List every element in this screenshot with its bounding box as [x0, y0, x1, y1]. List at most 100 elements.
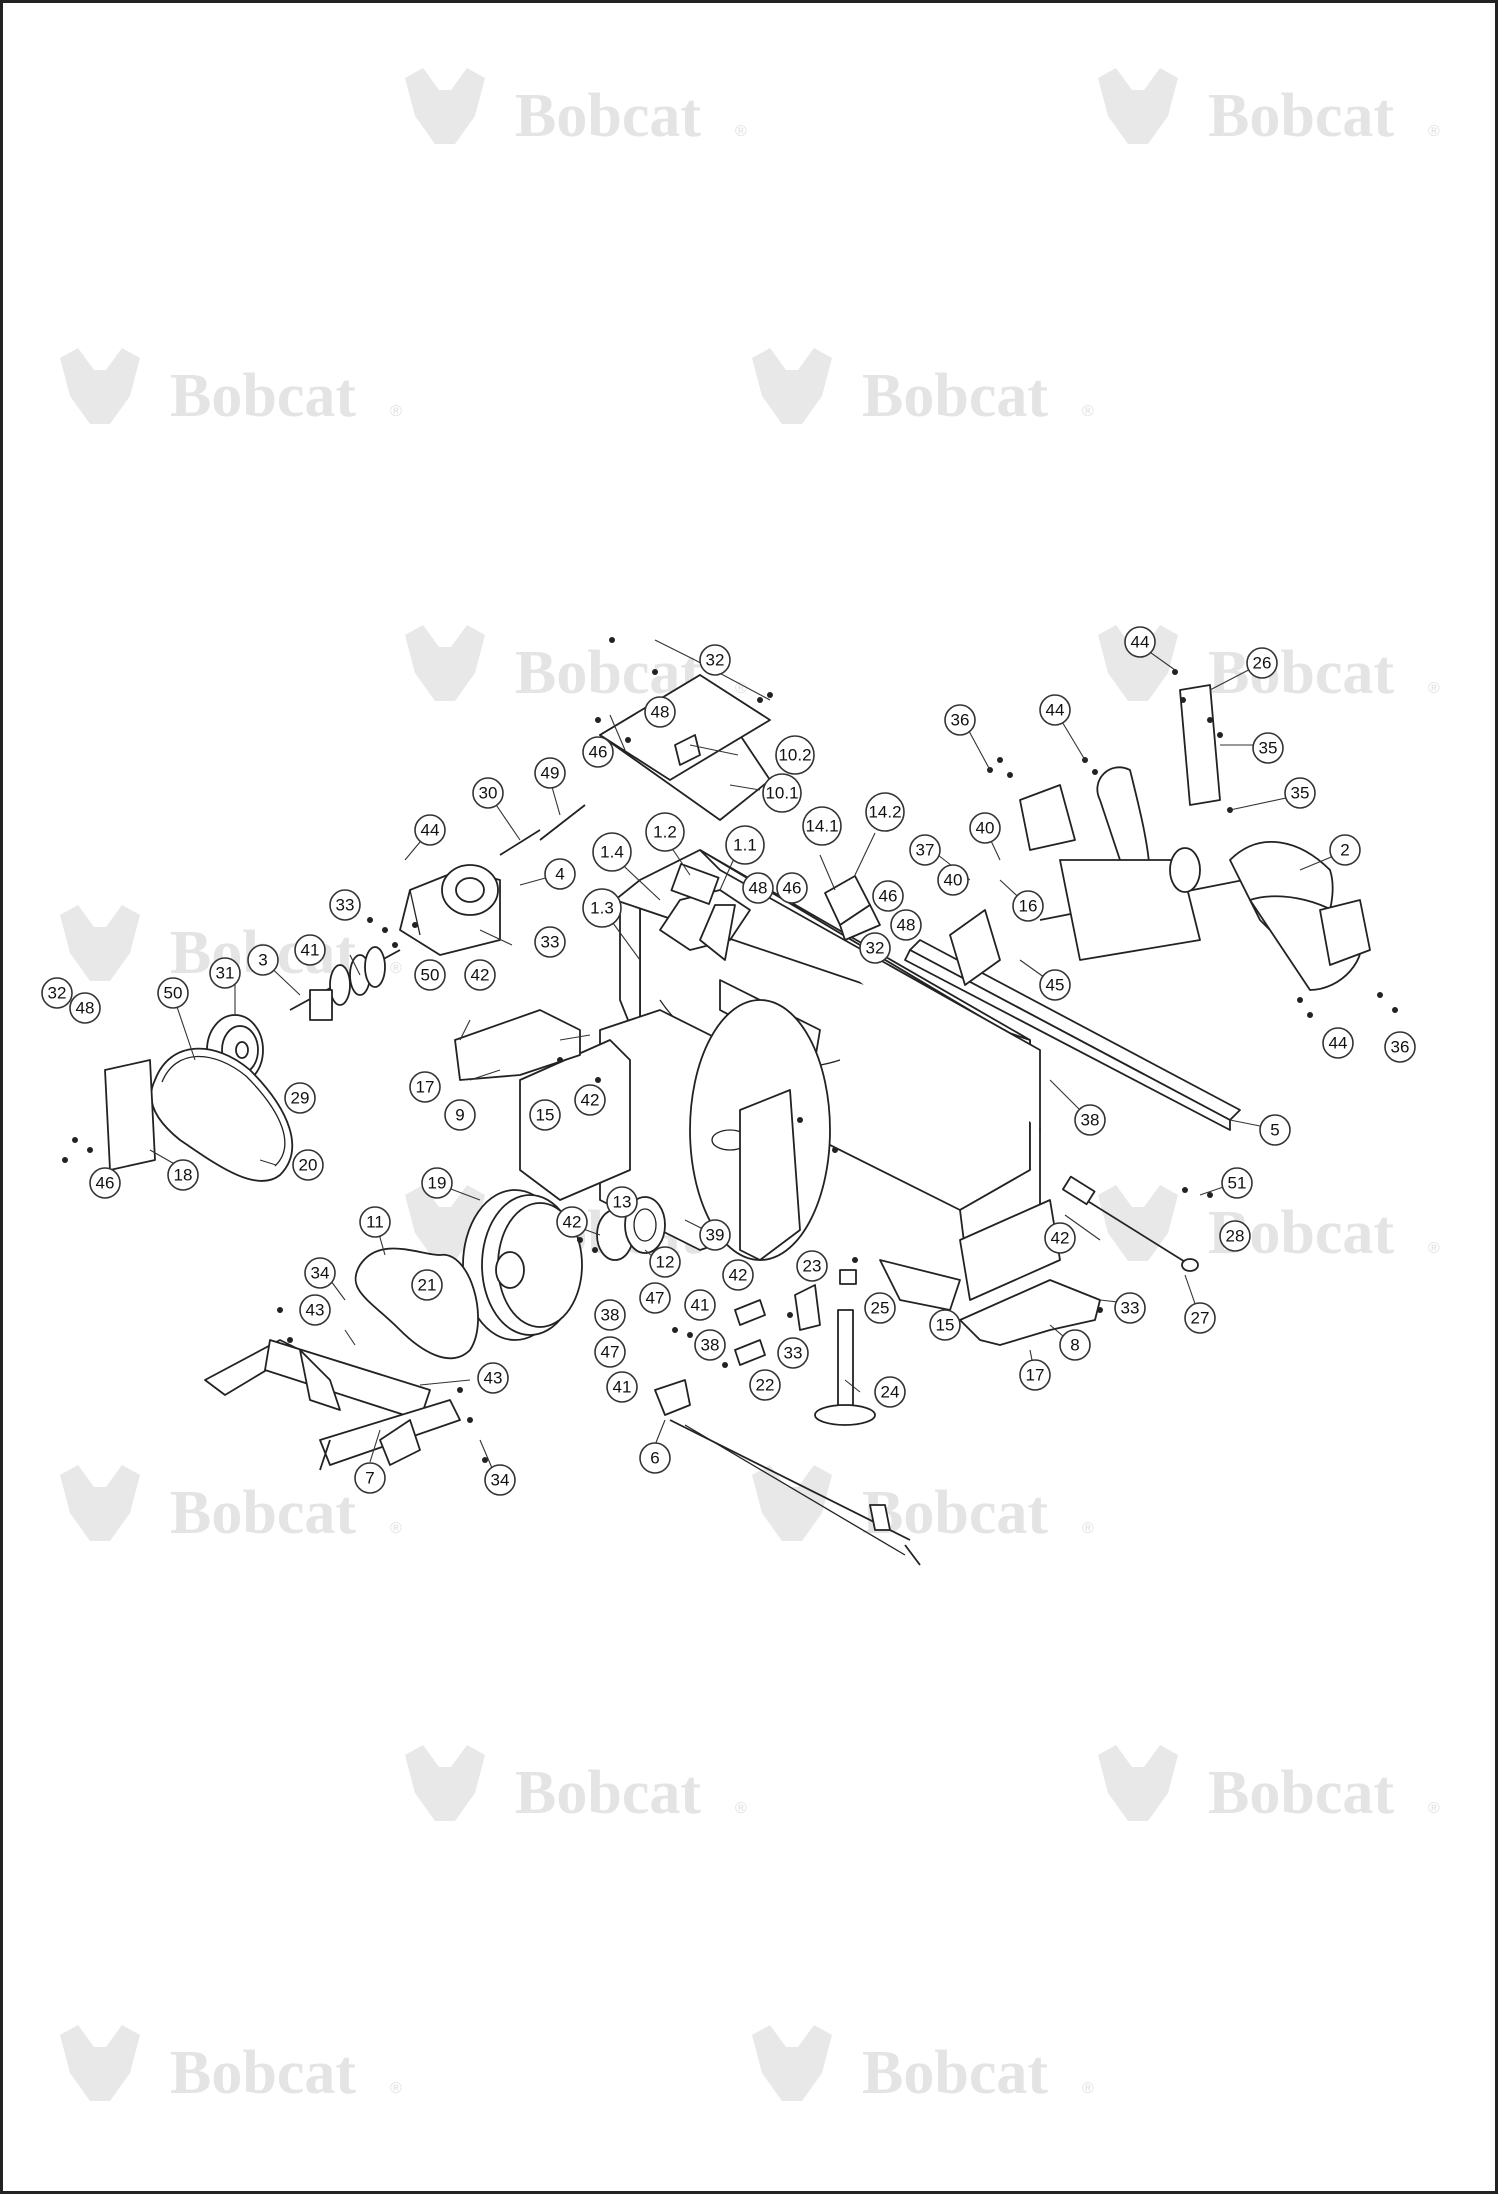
- callout-number: 7: [365, 1469, 374, 1488]
- bobcat-logo-icon: [1098, 625, 1178, 701]
- callout-bubble: [69, 992, 101, 1024]
- callout-27: 27: [1184, 1302, 1216, 1334]
- callout-number: 29: [291, 1089, 310, 1108]
- watermark-registered-mark: ®: [1428, 680, 1440, 697]
- bobcat-watermark: Bobcat®: [1098, 68, 1440, 150]
- callout-bubble: [247, 944, 279, 976]
- watermark-layer: Bobcat®Bobcat®Bobcat®Bobcat®Bobcat®Bobca…: [60, 68, 1440, 2107]
- bobcat-logo-icon: [752, 2025, 832, 2101]
- watermark-registered-mark: ®: [1428, 1240, 1440, 1257]
- callout-38b: 38: [594, 1299, 626, 1331]
- belt-20: [150, 1047, 294, 1182]
- frame-7: [204, 1339, 461, 1471]
- callout-19: 19: [421, 1167, 453, 1199]
- callout-number: 38: [701, 1336, 720, 1355]
- callout-bubble: [1019, 1359, 1051, 1391]
- bobcat-watermark: Bobcat ®: [752, 348, 1094, 430]
- callout-bubble: [762, 773, 802, 813]
- callout-bubble: [594, 1336, 626, 1368]
- callout-bubble: [411, 1269, 443, 1301]
- callout-number: 47: [601, 1343, 620, 1362]
- callout-42e: 42: [1044, 1222, 1076, 1254]
- callout-number: 12: [656, 1253, 675, 1272]
- fastener-dot: [482, 1457, 488, 1463]
- callout-number: 51: [1228, 1174, 1247, 1193]
- callout-1-2: 1.2: [645, 812, 685, 852]
- callout-bubble: [776, 872, 808, 904]
- auger-2: [1019, 766, 1371, 991]
- callout-bubble: [544, 858, 576, 890]
- watermark-registered-mark: ®: [390, 960, 402, 977]
- callout-number: 6: [650, 1449, 659, 1468]
- callout-number: 41: [301, 941, 320, 960]
- bobcat-logo-icon: [60, 1465, 140, 1541]
- callout-number: 37: [916, 841, 935, 860]
- fastener-dot: [1217, 732, 1223, 738]
- callout-46d: 46: [89, 1167, 121, 1199]
- callout-bubble: [354, 1462, 386, 1494]
- callout-44d: 44: [414, 814, 446, 846]
- watermark-text: Bobcat: [862, 2039, 1048, 2107]
- callout-number: 10.2: [778, 746, 811, 765]
- fastener-dot: [287, 1337, 293, 1343]
- callout-number: 9: [455, 1106, 464, 1125]
- callout-bubble: [421, 1167, 453, 1199]
- callout-number: 26: [1253, 654, 1272, 673]
- callout-number: 50: [164, 984, 183, 1003]
- bobcat-watermark: Bobcat®: [60, 2025, 402, 2107]
- fastener-dot: [87, 1147, 93, 1153]
- callout-number: 24: [881, 1383, 900, 1402]
- callout-number: 41: [691, 1296, 710, 1315]
- fastener-dot: [1097, 1307, 1103, 1313]
- callout-bubble: [722, 1259, 754, 1291]
- callout-41c: 41: [606, 1371, 638, 1403]
- callout-49: 49: [534, 757, 566, 789]
- fastener-dot: [1172, 669, 1178, 675]
- callout-number: 1.3: [590, 899, 614, 918]
- callout-43a: 43: [299, 1294, 331, 1326]
- callout-bubble: [742, 872, 774, 904]
- callout-number: 15: [536, 1106, 555, 1125]
- callout-16: 16: [1012, 890, 1044, 922]
- bobcat-watermark: Bobcat®: [405, 625, 747, 707]
- watermark-registered-mark: ®: [1082, 403, 1094, 420]
- callout-bubble: [937, 864, 969, 896]
- callout-20: 20: [292, 1149, 324, 1181]
- callout-42a: 42: [464, 959, 496, 991]
- bobcat-logo-icon: [60, 348, 140, 424]
- callout-number: 49: [541, 764, 560, 783]
- plate-26: [1179, 684, 1221, 806]
- callout-18: 18: [167, 1159, 199, 1191]
- fastener-dot: [625, 737, 631, 743]
- callout-number: 42: [729, 1266, 748, 1285]
- callout-10-2: 10.2: [775, 735, 815, 775]
- watermark-text: Bobcat: [1208, 82, 1394, 150]
- callout-number: 1.1: [733, 836, 757, 855]
- callout-42c: 42: [556, 1206, 588, 1238]
- bearing-12: [624, 1196, 666, 1254]
- callout-bubble: [292, 1149, 324, 1181]
- callout-38c: 38: [694, 1329, 726, 1361]
- fastener-dot: [1092, 769, 1098, 775]
- callout-bubble: [592, 832, 632, 872]
- watermark-registered-mark: ®: [735, 123, 747, 140]
- callout-3: 3: [247, 944, 279, 976]
- callout-bubble: [909, 834, 941, 866]
- callout-bubble: [1039, 694, 1071, 726]
- watermark-text: Bobcat: [862, 362, 1048, 430]
- watermark-text: Bobcat: [862, 1479, 1048, 1547]
- callout-44b: 44: [1039, 694, 1071, 726]
- bobcat-watermark: Bobcat®: [1098, 1185, 1440, 1267]
- callout-number: 47: [646, 1289, 665, 1308]
- bobcat-logo-icon: [1098, 68, 1178, 144]
- fastener-dot: [1182, 1187, 1188, 1193]
- callout-bubble: [969, 812, 1001, 844]
- callout-4: 4: [544, 858, 576, 890]
- watermark-registered-mark: ®: [390, 2080, 402, 2097]
- callout-number: 34: [311, 1264, 330, 1283]
- callout-number: 30: [479, 784, 498, 803]
- callout-bubble: [699, 1219, 731, 1251]
- fastener-dot: [457, 1387, 463, 1393]
- callout-37: 37: [909, 834, 941, 866]
- callout-46c: 46: [872, 880, 904, 912]
